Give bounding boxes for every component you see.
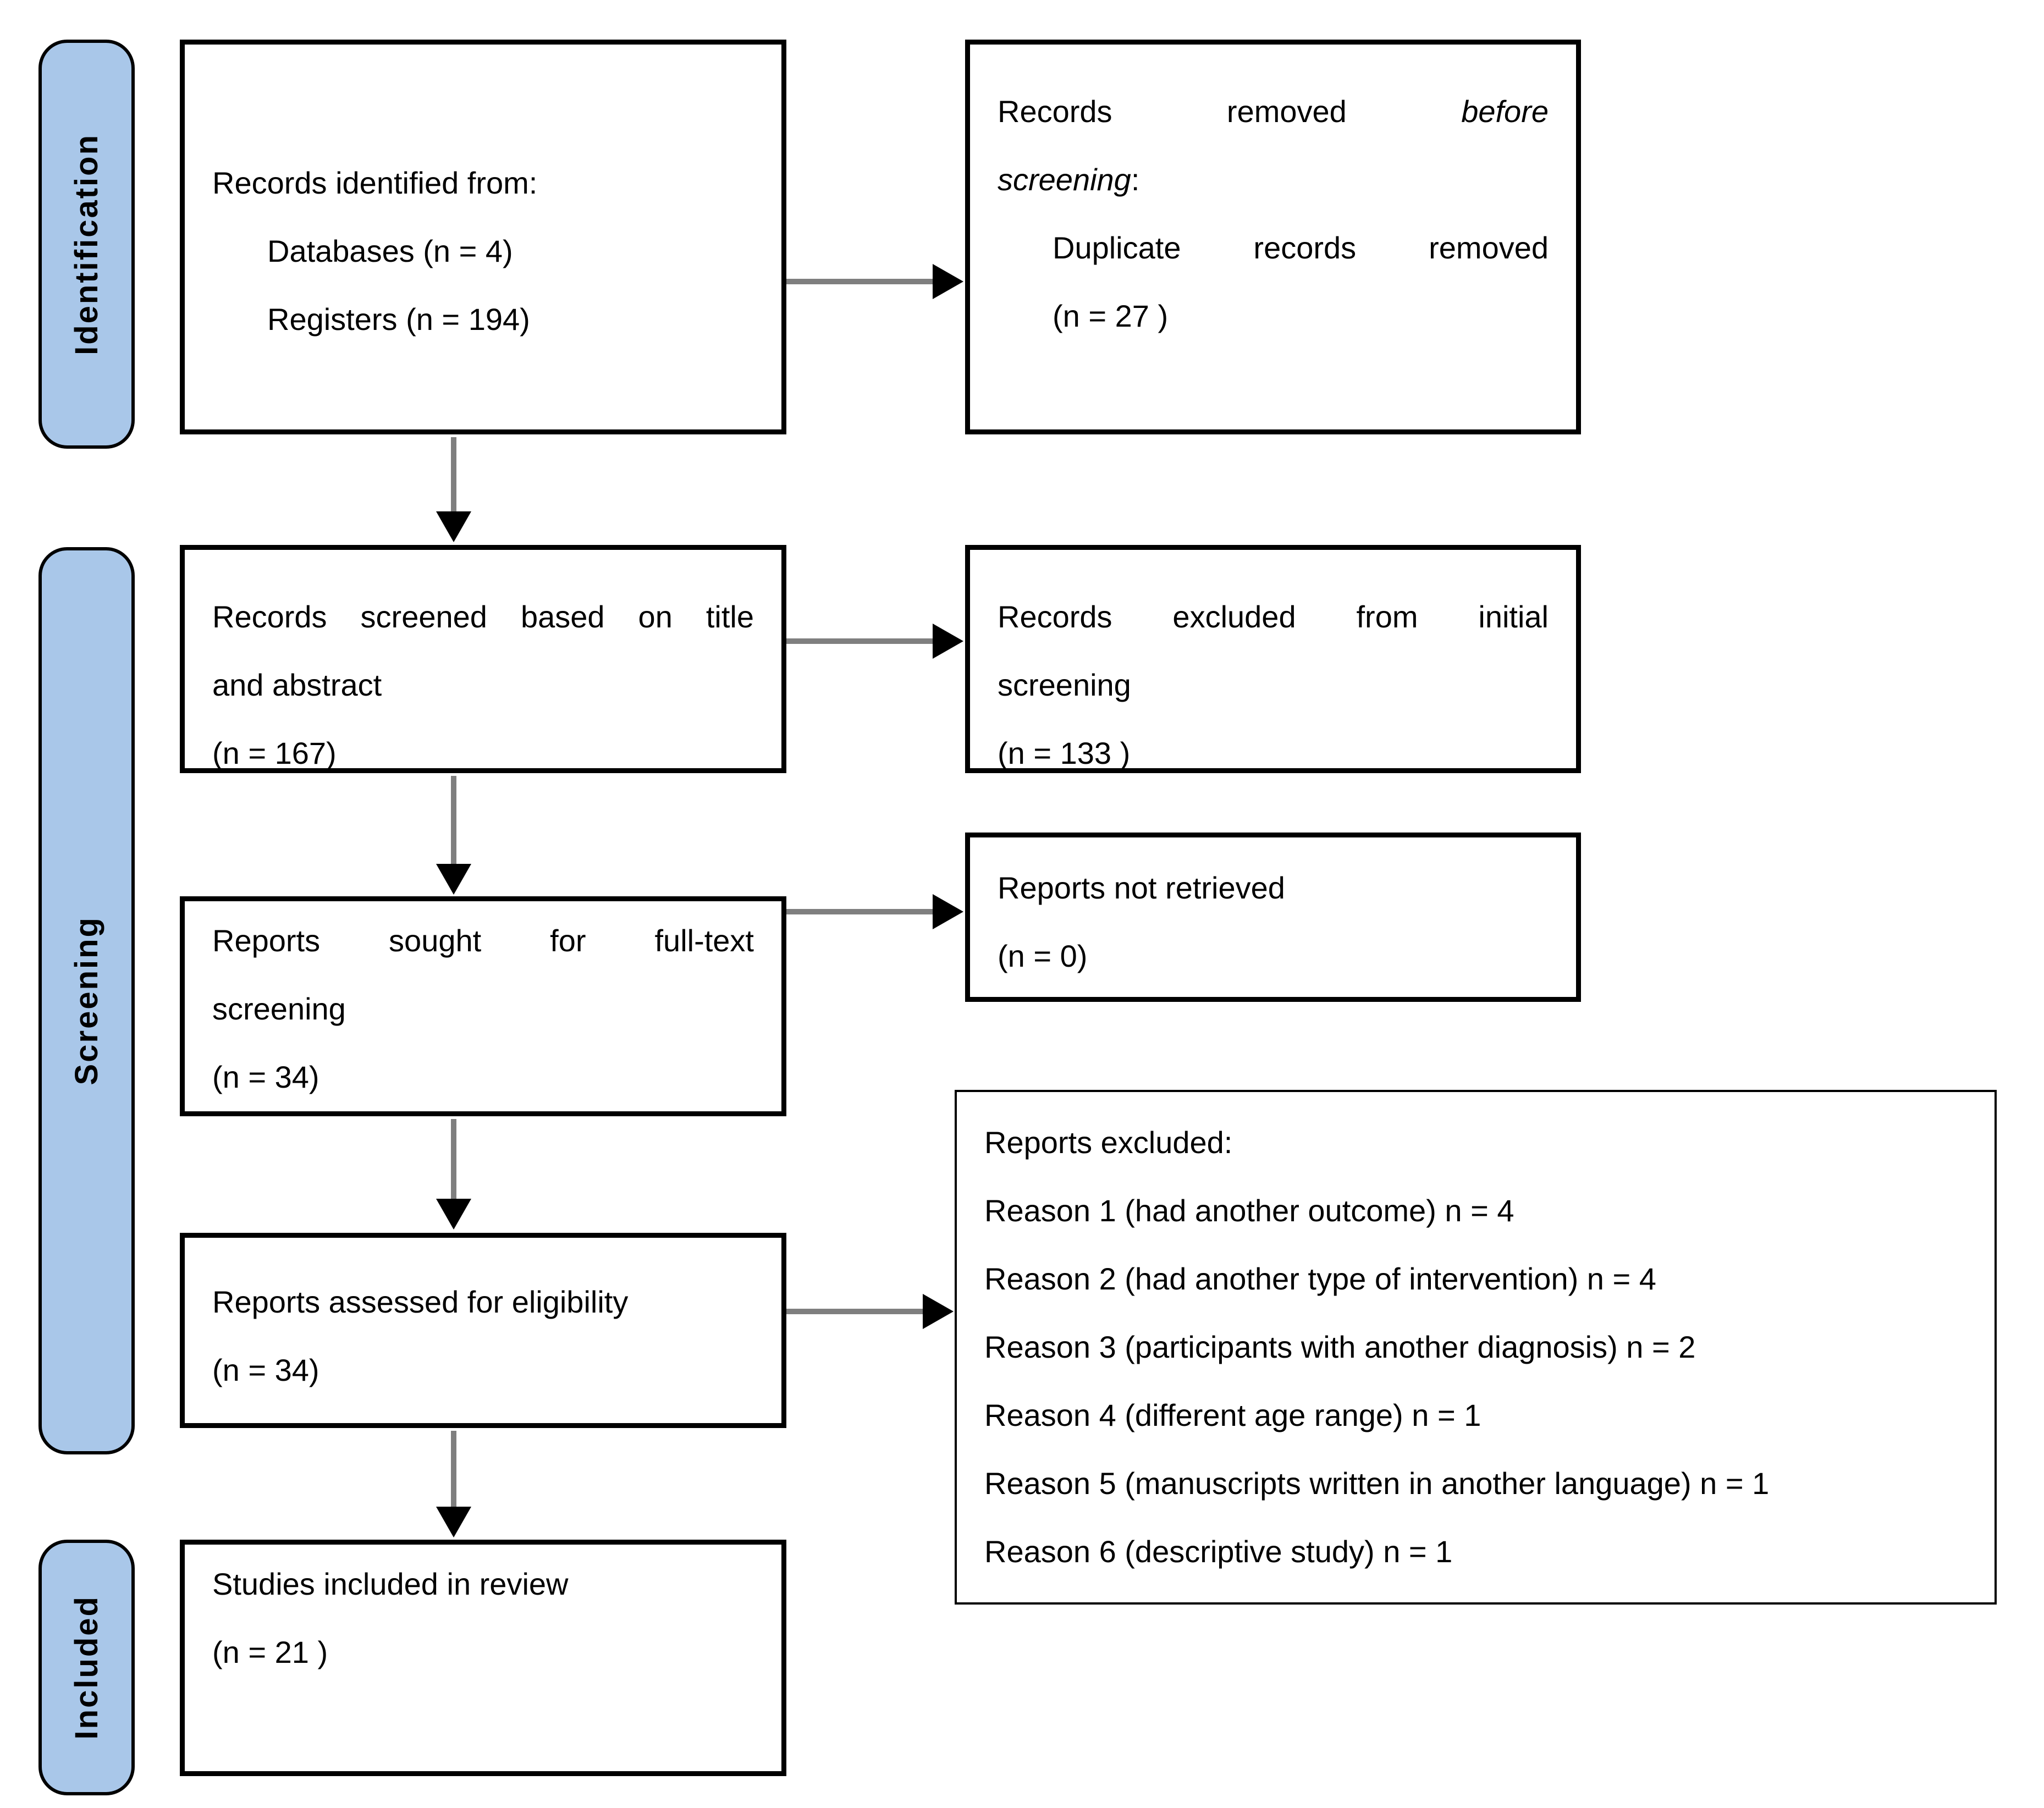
stage-label-identification: Identification [69,133,104,355]
records-identified-registers: Registers (n = 194) [267,302,530,337]
reports-sought-count: (n = 34) [212,1060,319,1094]
reports-not-retrieved-line1: Reports not retrieved [998,870,1285,905]
arrow-identified-to-removed-shaft [786,279,933,284]
records-removed-line2-italic: screening [998,162,1131,197]
records-removed-line2: screening: [998,146,1549,214]
stage-label-screening: Screening [69,916,104,1085]
arrow-screened-to-sought-head [436,864,471,895]
arrow-screened-to-excluded-head [933,624,963,659]
arrow-identified-to-removed-head [933,264,963,299]
reports-excluded-reason-1: Reason 1 (had another outcome) n = 4 [984,1193,1514,1228]
arrow-identified-to-screened-head [436,511,471,542]
duplicate-records-count: (n = 27 ) [1053,299,1169,333]
reports-sought-line1: Reports sought for full-text [212,923,754,958]
records-removed-line1-italic: before [1461,94,1549,129]
records-identified-databases: Databases (n = 4) [267,234,513,268]
records-removed-line1: Records removed before [998,78,1549,146]
arrow-identified-to-screened-shaft [451,437,456,511]
records-excluded-line2: screening [998,668,1131,702]
box-reports-excluded: Reports excluded: Reason 1 (had another … [955,1090,1997,1605]
stage-label-included: Included [69,1595,104,1740]
arrow-assessed-to-included-head [436,1507,471,1537]
arrow-screened-to-excluded-shaft [786,638,933,644]
reports-not-retrieved-count: (n = 0) [998,939,1088,973]
arrow-sought-to-not-retrieved-head [933,894,963,929]
box-records-excluded-initial: Records excluded from initial screening … [965,545,1581,773]
arrow-screened-to-sought-shaft [451,776,456,864]
box-reports-not-retrieved: Reports not retrieved (n = 0) [965,833,1581,1002]
arrow-sought-to-assessed-shaft [451,1119,456,1199]
stage-bar-screening: Screening [38,547,135,1454]
records-screened-line1: Records screened based on title [212,599,754,634]
records-identified-heading: Records identified from: [212,166,538,200]
arrow-assessed-to-included-shaft [451,1431,456,1507]
records-screened-count: (n = 167) [212,736,337,770]
studies-included-line1: Studies included in review [212,1567,569,1601]
reports-excluded-reason-3: Reason 3 (participants with another diag… [984,1330,1696,1364]
box-studies-included: Studies included in review (n = 21 ) [180,1540,786,1776]
arrow-assessed-to-reports-excluded-head [923,1294,954,1329]
reports-sought-line2: screening [212,991,346,1026]
reports-excluded-reason-6: Reason 6 (descriptive study) n = 1 [984,1534,1453,1569]
reports-assessed-count: (n = 34) [212,1353,319,1387]
records-removed-line1-text: Records removed [998,94,1347,129]
reports-excluded-reason-5: Reason 5 (manuscripts written in another… [984,1466,1770,1501]
box-reports-sought: Reports sought for full-text screening (… [180,896,786,1116]
studies-included-count: (n = 21 ) [212,1635,328,1669]
arrow-sought-to-assessed-head [436,1199,471,1230]
arrow-assessed-to-reports-excluded-shaft [786,1309,923,1314]
box-records-identified: Records identified from: Databases (n = … [180,40,786,434]
box-reports-assessed: Reports assessed for eligibility (n = 34… [180,1233,786,1428]
stage-bar-identification: Identification [38,40,135,449]
records-screened-line2: and abstract [212,668,382,702]
duplicate-records-removed: Duplicate records removed [1053,230,1549,265]
reports-excluded-reason-4: Reason 4 (different age range) n = 1 [984,1398,1481,1432]
stage-bar-included: Included [38,1540,135,1795]
reports-excluded-title: Reports excluded: [984,1125,1233,1160]
reports-excluded-reason-2: Reason 2 (had another type of interventi… [984,1261,1656,1296]
arrow-sought-to-not-retrieved-shaft [786,909,933,914]
records-excluded-count: (n = 133 ) [998,736,1131,770]
records-removed-line2-colon: : [1131,162,1140,197]
records-excluded-line1: Records excluded from initial [998,599,1549,634]
reports-assessed-line1: Reports assessed for eligibility [212,1285,629,1319]
box-records-removed: Records removed before screening: Duplic… [965,40,1581,434]
box-records-screened: Records screened based on title and abst… [180,545,786,773]
